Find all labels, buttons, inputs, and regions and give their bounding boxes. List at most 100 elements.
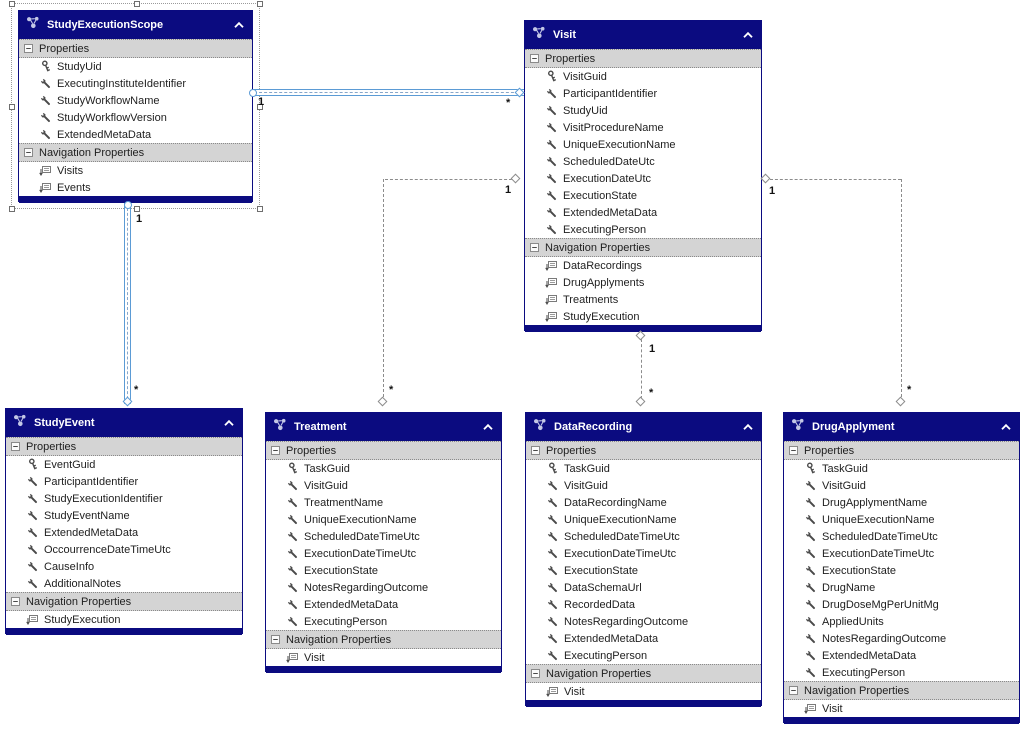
property-row[interactable]: AppliedUnits — [784, 613, 1019, 630]
association-ses-visit[interactable] — [254, 89, 524, 96]
association-visit-treatment[interactable] — [383, 179, 384, 402]
navigation-property-row[interactable]: StudyExecution — [6, 611, 242, 628]
property-row[interactable]: UniqueExecutionName — [784, 511, 1019, 528]
compartment-header[interactable]: Properties — [525, 49, 761, 68]
compartment-header[interactable]: Properties — [784, 441, 1019, 460]
property-row[interactable]: UniqueExecutionName — [525, 136, 761, 153]
navigation-property-row[interactable]: DrugApplyments — [525, 274, 761, 291]
association-endpoint-grip[interactable] — [635, 330, 646, 341]
property-row[interactable]: DrugDoseMgPerUnitMg — [784, 596, 1019, 613]
chevron-up-icon[interactable] — [742, 31, 754, 39]
selection-handle[interactable] — [9, 104, 15, 110]
property-row[interactable]: ScheduledDateUtc — [525, 153, 761, 170]
property-row[interactable]: StudyUid — [525, 102, 761, 119]
property-row[interactable]: ExecutingPerson — [525, 221, 761, 238]
property-row[interactable]: StudyExecutionIdentifier — [6, 490, 242, 507]
association-visit-datarecording[interactable] — [641, 339, 642, 399]
chevron-up-icon[interactable] — [1000, 423, 1012, 431]
navigation-property-row[interactable]: Events — [19, 179, 252, 196]
chevron-up-icon[interactable] — [223, 419, 235, 427]
entity-header[interactable]: DrugApplyment — [784, 413, 1019, 441]
navigation-property-row[interactable]: Treatments — [525, 291, 761, 308]
property-row[interactable]: TaskGuid — [526, 460, 761, 477]
property-row[interactable]: ExecutionDateTimeUtc — [784, 545, 1019, 562]
property-row[interactable]: ExecutionState — [266, 562, 501, 579]
property-row[interactable]: VisitProcedureName — [525, 119, 761, 136]
compartment-header[interactable]: Navigation Properties — [525, 238, 761, 257]
property-row[interactable]: CauseInfo — [6, 558, 242, 575]
association-visit-drugapplyment[interactable] — [901, 179, 902, 402]
association-visit-treatment[interactable] — [385, 179, 517, 180]
property-row[interactable]: RecordedData — [526, 596, 761, 613]
navigation-property-row[interactable]: Visits — [19, 162, 252, 179]
property-row[interactable]: DrugApplymentName — [784, 494, 1019, 511]
compartment-header[interactable]: Navigation Properties — [19, 143, 252, 162]
entity-header[interactable]: StudyEvent — [6, 409, 242, 437]
entity-header[interactable]: DataRecording — [526, 413, 761, 441]
property-row[interactable]: VisitGuid — [526, 477, 761, 494]
association-endpoint-grip[interactable] — [510, 173, 521, 184]
property-row[interactable]: DataRecordingName — [526, 494, 761, 511]
association-endpoint-grip[interactable] — [249, 89, 257, 97]
property-row[interactable]: StudyEventName — [6, 507, 242, 524]
property-row[interactable]: DrugName — [784, 579, 1019, 596]
association-visit-drugapplyment[interactable] — [770, 179, 901, 180]
association-endpoint-grip[interactable] — [635, 396, 646, 407]
property-row[interactable]: ExecutionDateUtc — [525, 170, 761, 187]
property-row[interactable]: ScheduledDateTimeUtc — [266, 528, 501, 545]
navigation-property-row[interactable]: Visit — [784, 700, 1019, 717]
navigation-property-row[interactable]: DataRecordings — [525, 257, 761, 274]
property-row[interactable]: NotesRegardingOutcome — [266, 579, 501, 596]
selection-handle[interactable] — [133, 1, 140, 7]
property-row[interactable]: TaskGuid — [784, 460, 1019, 477]
compartment-header[interactable]: Properties — [19, 39, 252, 58]
property-row[interactable]: NotesRegardingOutcome — [526, 613, 761, 630]
property-row[interactable]: ExtendedMetaData — [526, 630, 761, 647]
association-endpoint-grip[interactable] — [124, 201, 132, 209]
property-row[interactable]: ExtendedMetaData — [266, 596, 501, 613]
property-row[interactable]: ExtendedMetaData — [525, 204, 761, 221]
property-row[interactable]: VisitGuid — [266, 477, 501, 494]
property-row[interactable]: DataSchemaUrl — [526, 579, 761, 596]
property-row[interactable]: AdditionalNotes — [6, 575, 242, 592]
property-row[interactable]: ExecutionState — [784, 562, 1019, 579]
compartment-header[interactable]: Navigation Properties — [266, 630, 501, 649]
property-row[interactable]: ExecutingPerson — [266, 613, 501, 630]
property-row[interactable]: ExecutionDateTimeUtc — [526, 545, 761, 562]
property-row[interactable]: ScheduledDateTimeUtc — [526, 528, 761, 545]
chevron-up-icon[interactable] — [233, 21, 245, 29]
compartment-header[interactable]: Navigation Properties — [526, 664, 761, 683]
property-row[interactable]: NotesRegardingOutcome — [784, 630, 1019, 647]
property-row[interactable]: ScheduledDateTimeUtc — [784, 528, 1019, 545]
selection-handle[interactable] — [257, 206, 263, 212]
association-endpoint-grip[interactable] — [377, 396, 388, 407]
property-row[interactable]: ExecutionState — [525, 187, 761, 204]
compartment-header[interactable]: Navigation Properties — [784, 681, 1019, 700]
entity-header[interactable]: StudyExecutionScope — [19, 11, 252, 39]
property-row[interactable]: ExtendedMetaData — [6, 524, 242, 541]
selection-handle[interactable] — [9, 206, 15, 212]
property-row[interactable]: EventGuid — [6, 456, 242, 473]
selection-handle[interactable] — [257, 1, 263, 7]
chevron-up-icon[interactable] — [742, 423, 754, 431]
property-row[interactable]: ParticipantIdentifier — [525, 85, 761, 102]
property-row[interactable]: ExtendedMetaData — [19, 126, 252, 143]
property-row[interactable]: StudyWorkflowVersion — [19, 109, 252, 126]
selection-handle[interactable] — [257, 104, 263, 110]
property-row[interactable]: ExecutingInstituteIdentifier — [19, 75, 252, 92]
entity-header[interactable]: Treatment — [266, 413, 501, 441]
property-row[interactable]: VisitGuid — [525, 68, 761, 85]
property-row[interactable]: ExecutingPerson — [526, 647, 761, 664]
entity-header[interactable]: Visit — [525, 21, 761, 49]
compartment-header[interactable]: Properties — [6, 437, 242, 456]
selection-handle[interactable] — [9, 1, 15, 7]
property-row[interactable]: ExecutionState — [526, 562, 761, 579]
compartment-header[interactable]: Navigation Properties — [6, 592, 242, 611]
association-ses-studyevent[interactable] — [124, 203, 131, 404]
property-row[interactable]: StudyUid — [19, 58, 252, 75]
association-endpoint-grip[interactable] — [895, 396, 906, 407]
